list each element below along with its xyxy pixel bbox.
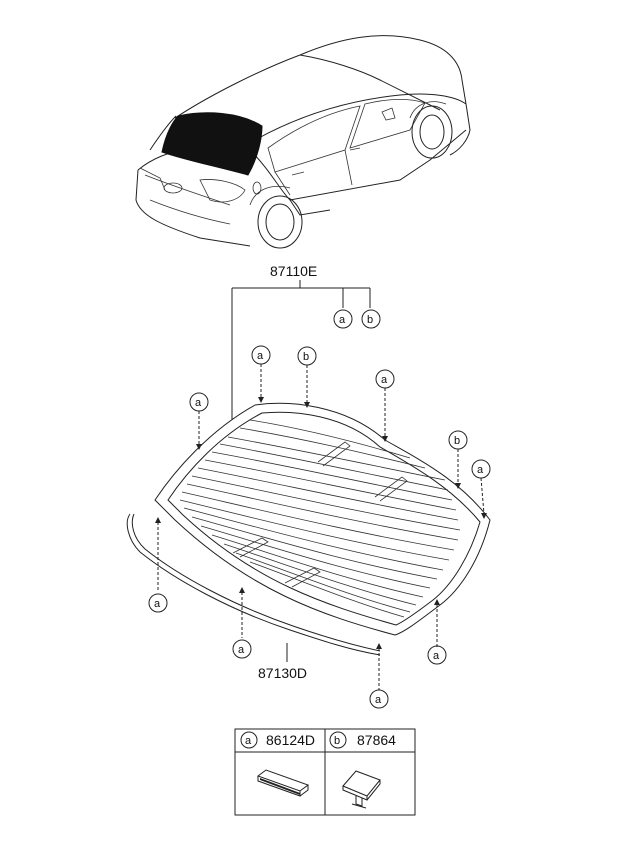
glass-assembly-part-number: 87110E: [270, 263, 317, 279]
callout-leaders: [157, 364, 485, 690]
svg-text:a: a: [154, 598, 161, 610]
svg-text:a: a: [433, 650, 440, 662]
callout-a-top: a: [333, 309, 353, 329]
callout-b-top-center: b: [297, 346, 317, 366]
glass-molding-strip: [126, 513, 381, 656]
callout-arrowheads: [155, 397, 487, 649]
legend-a-letter: a: [245, 735, 252, 747]
svg-text:a: a: [375, 694, 382, 706]
car-illustration: [135, 35, 471, 249]
callout-a-bottom-right: a: [427, 645, 447, 665]
svg-text:a: a: [195, 397, 202, 409]
legend-b-code: 87864: [357, 732, 396, 748]
legend-a-code: 86124D: [266, 732, 315, 748]
clip-part-image: [342, 770, 381, 809]
svg-text:b: b: [367, 314, 373, 326]
svg-text:a: a: [381, 374, 388, 386]
svg-text:a: a: [257, 350, 264, 362]
svg-text:a: a: [339, 314, 346, 326]
glass-assembly-leader: [231, 280, 371, 420]
molding-part-number: 87130D: [258, 665, 307, 681]
svg-text:a: a: [477, 464, 484, 476]
callout-b-top: b: [361, 309, 381, 329]
callout-a-left-top: a: [189, 392, 209, 412]
svg-text:b: b: [303, 351, 309, 363]
callout-a-bottom: a: [369, 689, 389, 709]
svg-text:a: a: [238, 644, 245, 656]
callout-a-top-right: a: [375, 369, 395, 389]
callout-a-bottom-center: a: [232, 639, 252, 659]
spacer-pad-part-image: [256, 769, 310, 797]
rear-glass-panel: [154, 402, 491, 636]
callout-a-left-bottom: a: [148, 593, 168, 613]
callout-a-top-center: a: [251, 345, 271, 365]
legend-b-letter: b: [334, 735, 340, 747]
rear-glass-highlight: [161, 112, 263, 176]
svg-text:b: b: [454, 435, 460, 447]
legend-table: a 86124D b 87864: [234, 728, 416, 816]
callout-a-far-right: a: [471, 459, 491, 479]
callout-b-right: b: [448, 430, 468, 450]
